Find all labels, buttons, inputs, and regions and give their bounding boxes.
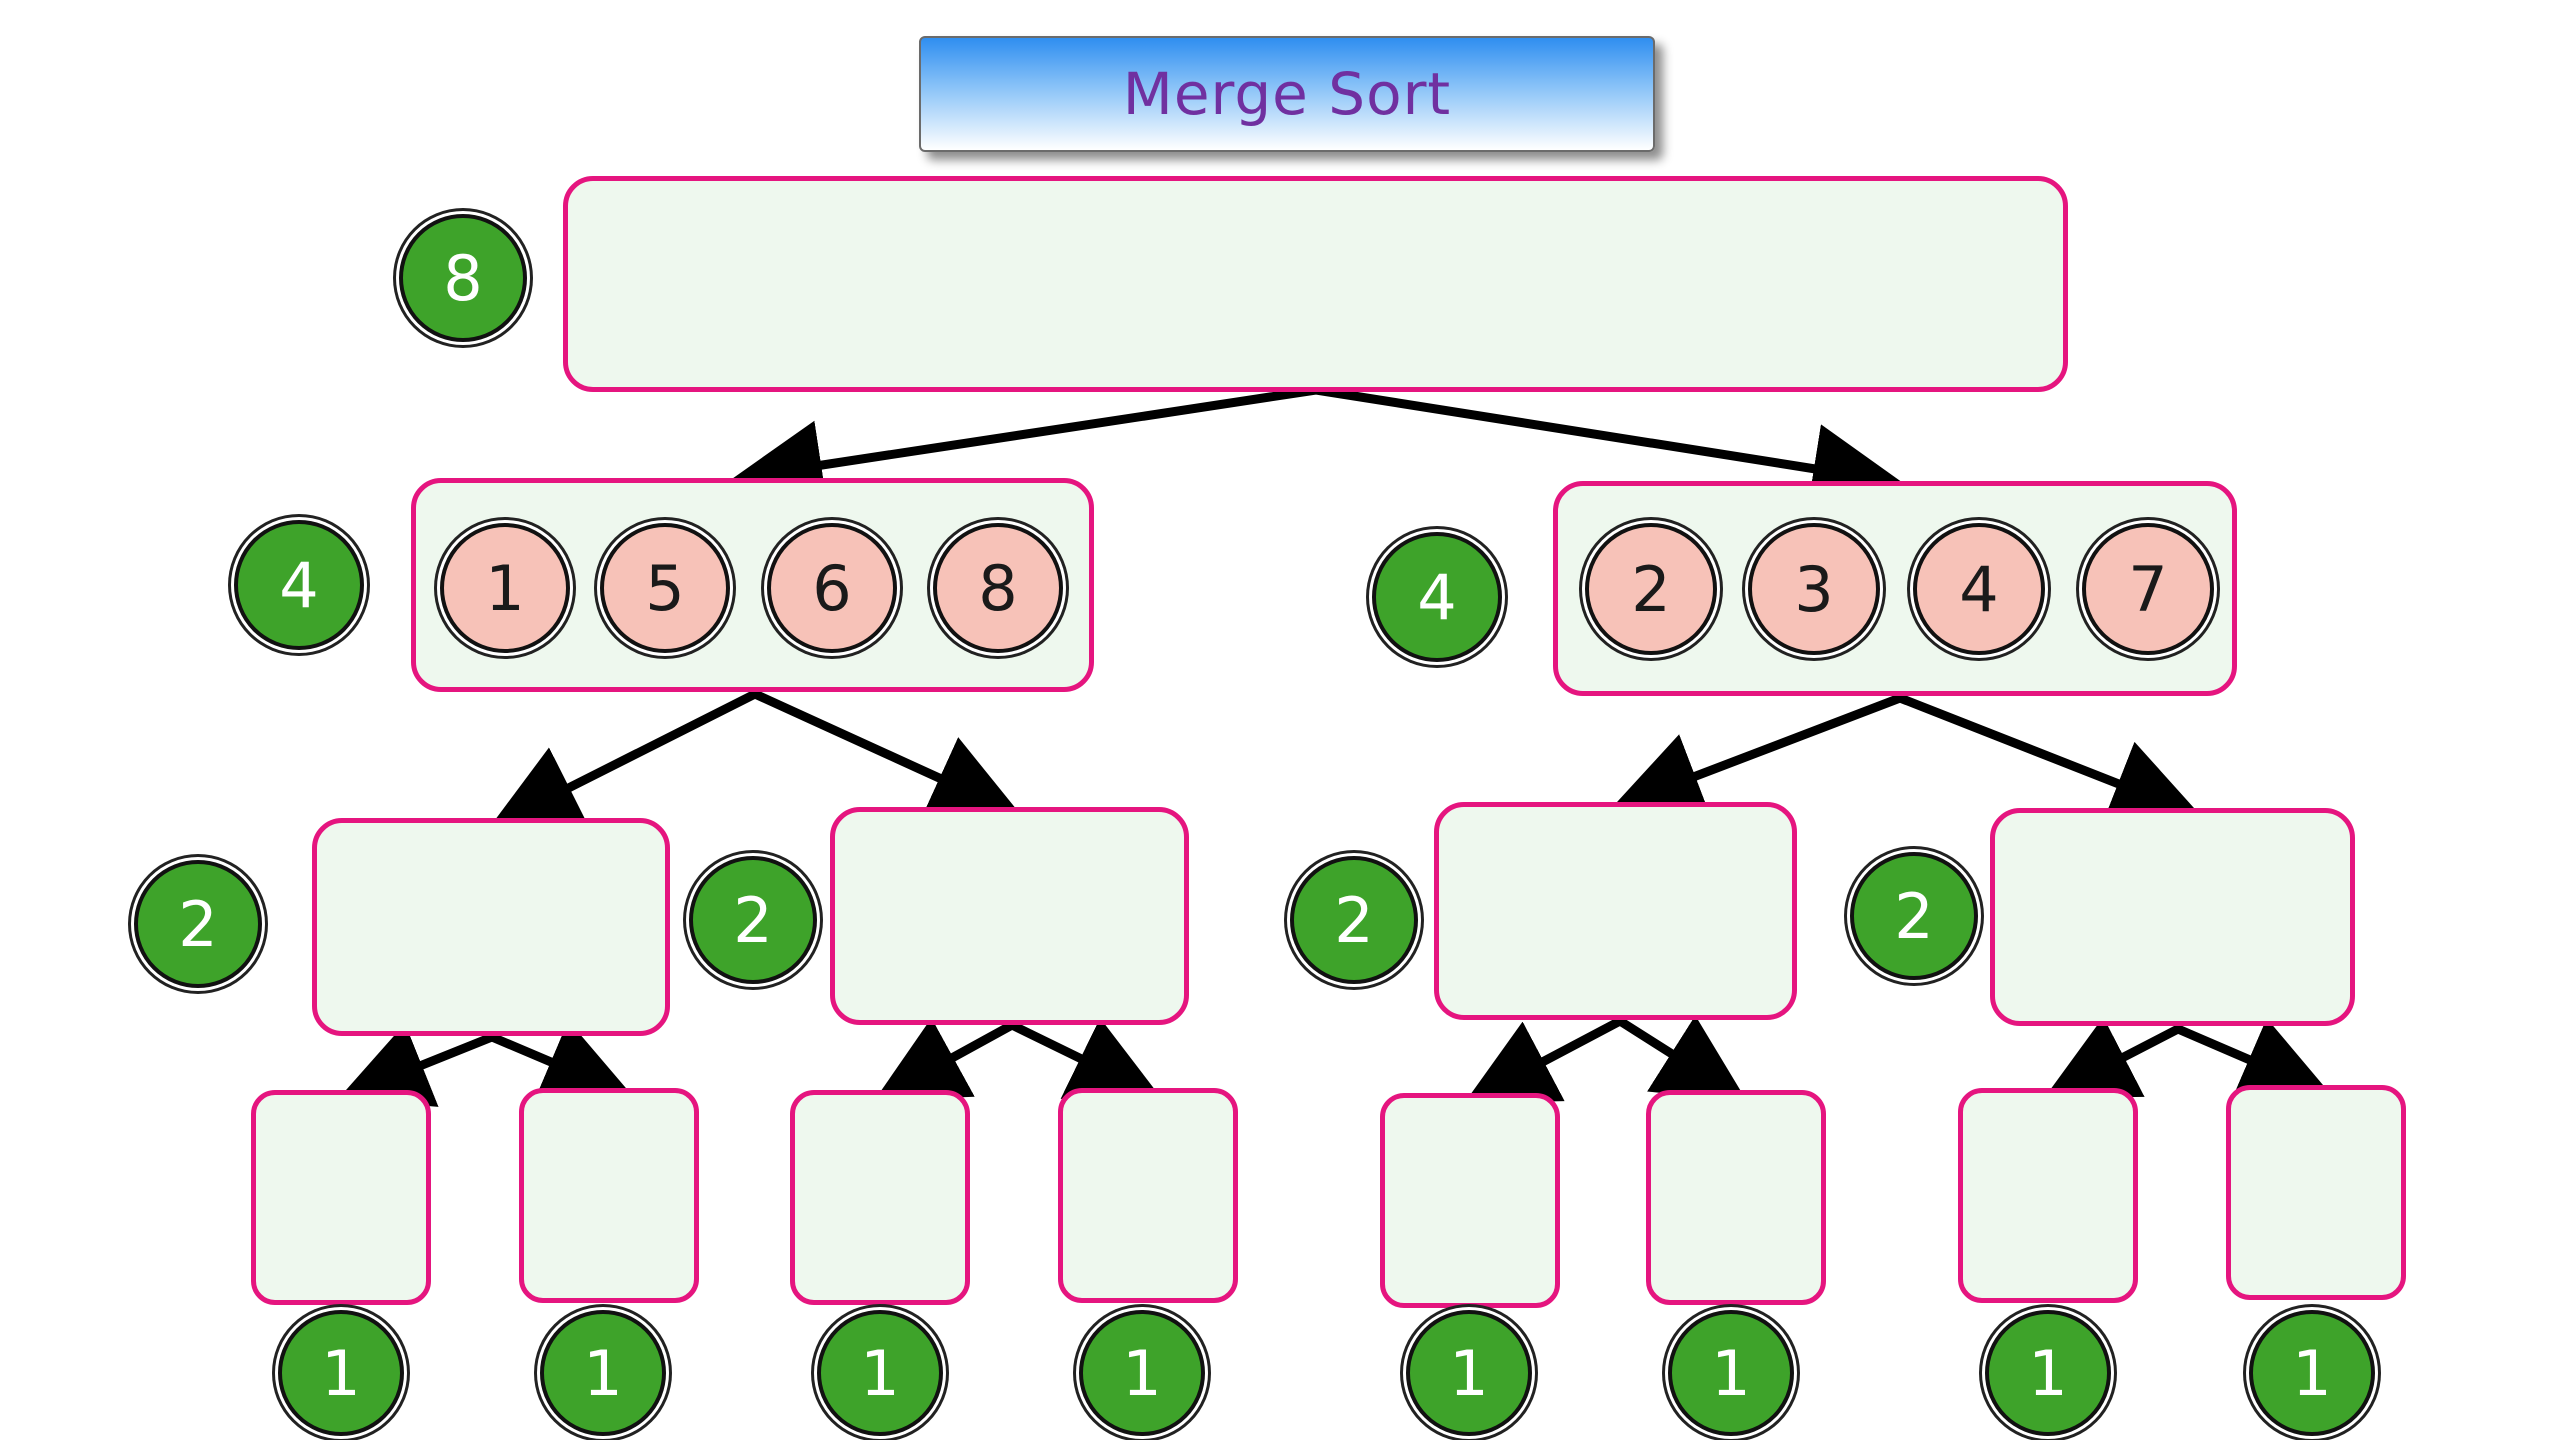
leaf-box <box>2226 1085 2406 1300</box>
right-half-element: 3 <box>1748 523 1880 655</box>
arrow-lhalf-q1 <box>488 689 760 829</box>
arrow-q4-l7 <box>2044 1016 2183 1099</box>
quarter-size-badge: 2 <box>1290 856 1418 984</box>
quarter-box <box>1434 802 1797 1020</box>
leaf-size-label: 1 <box>1122 1336 1162 1410</box>
page-title: Merge Sort <box>1122 60 1452 128</box>
arrow-root-right <box>1311 385 1903 514</box>
leaf-size-label: 1 <box>583 1336 623 1410</box>
quarter-size-label: 2 <box>1334 883 1374 957</box>
arrow-q3-l6 <box>1615 1015 1748 1102</box>
leaf-box <box>1058 1088 1238 1303</box>
root-array-box <box>563 176 2068 392</box>
leaf-size-badge: 1 <box>1079 1310 1205 1436</box>
leaf-box <box>251 1090 431 1305</box>
leaf-size-badge: 1 <box>1668 1310 1794 1436</box>
arrow-q2-l3 <box>874 1017 1017 1101</box>
element-value: 4 <box>1959 552 1999 626</box>
arrow-q2-l4 <box>1007 1017 1162 1099</box>
leaf-size-badge: 1 <box>278 1310 404 1436</box>
arrow-q1-l1 <box>338 1023 497 1107</box>
quarter-size-badge: 2 <box>689 856 817 984</box>
leaf-size-badge: 1 <box>817 1310 943 1436</box>
root-size-label: 8 <box>443 241 483 315</box>
left-half-element: 8 <box>933 523 1063 653</box>
leaf-box <box>790 1090 970 1305</box>
element-value: 1 <box>485 551 525 625</box>
left-half-element: 5 <box>600 523 730 653</box>
leaf-size-badge: 1 <box>1406 1310 1532 1436</box>
arrow-q3-l5 <box>1464 1016 1625 1104</box>
leaf-box <box>1958 1088 2138 1303</box>
leaf-box <box>1380 1093 1560 1308</box>
quarter-size-badge: 2 <box>134 860 262 988</box>
right-half-element: 2 <box>1585 523 1717 655</box>
quarter-box <box>312 818 670 1036</box>
element-value: 5 <box>645 551 685 625</box>
right-half-size-label: 4 <box>1417 560 1457 634</box>
leaf-size-badge: 1 <box>540 1310 666 1436</box>
arrow-root-left <box>732 385 1321 510</box>
right-half-size-badge: 4 <box>1372 532 1502 662</box>
leaf-box <box>1646 1090 1826 1305</box>
element-value: 8 <box>978 551 1018 625</box>
element-value: 2 <box>1631 552 1671 626</box>
leaf-size-label: 1 <box>321 1336 361 1410</box>
left-half-size-label: 4 <box>279 548 319 622</box>
leaf-size-badge: 1 <box>2249 1310 2375 1436</box>
quarter-size-label: 2 <box>733 883 773 957</box>
leaf-size-label: 1 <box>1711 1336 1751 1410</box>
left-half-element: 1 <box>440 523 570 653</box>
arrow-rhalf-q3 <box>1611 693 1905 819</box>
arrow-lhalf-q2 <box>750 689 1022 820</box>
element-value: 7 <box>2128 552 2168 626</box>
leaf-size-badge: 1 <box>1985 1310 2111 1436</box>
right-half-element: 4 <box>1913 523 2045 655</box>
right-half-element: 7 <box>2082 523 2214 655</box>
quarter-box <box>830 807 1189 1025</box>
quarter-box <box>1990 808 2355 1026</box>
arrow-q1-l2 <box>487 1020 634 1104</box>
left-half-element: 6 <box>767 523 897 653</box>
quarter-size-label: 2 <box>1894 879 1934 953</box>
leaf-box <box>519 1088 699 1303</box>
leaf-size-label: 1 <box>860 1336 900 1410</box>
element-value: 6 <box>812 551 852 625</box>
root-size-badge: 8 <box>399 214 527 342</box>
quarter-size-badge: 2 <box>1850 852 1978 980</box>
arrow-q4-l8 <box>2173 1018 2332 1101</box>
element-value: 3 <box>1794 552 1834 626</box>
leaf-size-label: 1 <box>2028 1336 2068 1410</box>
leaf-size-label: 1 <box>2292 1336 2332 1410</box>
title-banner: Merge Sort <box>919 36 1655 152</box>
left-half-size-badge: 4 <box>234 520 364 650</box>
arrow-rhalf-q4 <box>1895 693 2202 826</box>
quarter-size-label: 2 <box>178 887 218 961</box>
leaf-size-label: 1 <box>1449 1336 1489 1410</box>
